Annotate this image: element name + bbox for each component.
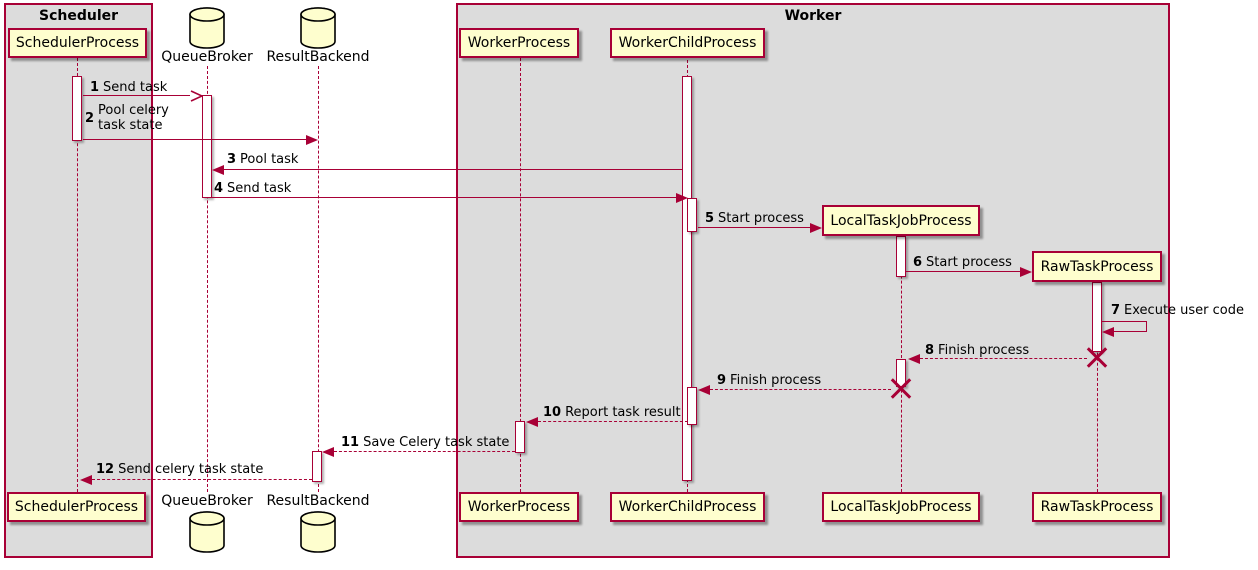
participant-workerchildprocess-bottom: WorkerChildProcess [610,492,765,522]
participant-label: WorkerChildProcess [618,35,757,51]
message-10-line [538,421,688,422]
message-4-line [212,197,677,198]
destroy-icon-localtaskjobprocess [890,378,912,400]
participant-label: WorkerProcess [467,35,571,51]
participant-localtaskjobprocess-created: LocalTaskJobProcess [822,205,980,236]
participant-schedulerprocess-top: SchedulerProcess [8,28,147,58]
message-8-line [920,358,1087,359]
destroy-icon-rawtaskprocess [1086,347,1108,369]
message-6-line [906,271,1021,272]
message-7-arrowhead [1102,327,1114,337]
message-5-line [698,227,811,228]
activation-bar-resultbackend [312,451,322,482]
activation-bar-queuebroker [202,95,212,198]
message-11-line [334,451,515,452]
participant-rawtaskprocess-bottom: RawTaskProcess [1032,492,1162,522]
message-6-arrowhead [1020,267,1032,277]
participant-workerprocess-top: WorkerProcess [459,28,579,58]
participant-label: SchedulerProcess [15,35,140,51]
activation-bar-localtaskjob-1 [896,236,906,277]
worker-frame-title: Worker [784,8,842,24]
participant-workerchildprocess-top: WorkerChildProcess [610,28,765,58]
message-3-arrowhead [212,165,224,175]
database-icon-resultbackend-bottom [300,511,336,553]
participant-label: WorkerProcess [467,499,571,515]
lifeline-rawtaskprocess [1097,282,1098,492]
message-10-arrowhead [526,417,538,427]
activation-bar-workerchild-nested-2 [687,387,697,425]
lifeline-workerprocess [520,58,521,492]
message-7-line-top [1102,321,1147,322]
database-icon-queuebroker-bottom [189,511,225,553]
activation-bar-workerchild-outer [682,76,692,481]
participant-resultbackend-top-label: ResultBackend [266,49,370,65]
participant-label: SchedulerProcess [14,499,139,515]
participant-resultbackend-bottom-label: ResultBackend [266,493,370,509]
lifeline-resultbackend [318,66,319,492]
message-7-line-bottom [1114,331,1147,332]
participant-label: RawTaskProcess [1040,258,1154,275]
participant-localtaskjobprocess-bottom: LocalTaskJobProcess [822,492,980,522]
activation-bar-workerchild-nested-1 [687,198,697,232]
message-11-arrowhead [322,447,334,457]
participant-rawtaskprocess-created: RawTaskProcess [1032,251,1162,282]
participant-queuebroker-bottom-label: QueueBroker [161,493,253,509]
message-9-arrowhead [698,385,710,395]
participant-schedulerprocess-bottom: SchedulerProcess [7,492,146,522]
message-2-arrowhead [306,135,318,145]
lifeline-queuebroker [207,66,208,492]
scheduler-frame-title: Scheduler [38,8,119,24]
participant-queuebroker-top-label: QueueBroker [161,49,253,65]
message-8-arrowhead [908,354,920,364]
participant-workerprocess-bottom: WorkerProcess [459,492,579,522]
activation-bar-rawtask [1092,282,1102,352]
message-12-line [92,479,312,480]
message-1-line [83,95,190,96]
message-4-arrowhead [676,193,688,203]
lifeline-schedulerprocess [77,58,78,492]
participant-label: WorkerChildProcess [618,499,757,515]
message-1-open-arrowhead [190,90,203,102]
message-12-arrowhead [80,475,92,485]
activation-bar-workerprocess [515,421,525,453]
participant-label: RawTaskProcess [1040,499,1154,515]
participant-label: LocalTaskJobProcess [830,499,972,515]
database-icon-queuebroker-top [189,7,225,49]
message-3-line [223,169,683,170]
database-icon-resultbackend-top [300,7,336,49]
participant-label: LocalTaskJobProcess [830,212,972,229]
message-2-line [83,139,307,140]
message-7-line-right [1146,321,1147,332]
activation-bar-schedulerprocess [72,76,82,141]
message-9-line [710,389,891,390]
message-5-arrowhead [810,223,822,233]
